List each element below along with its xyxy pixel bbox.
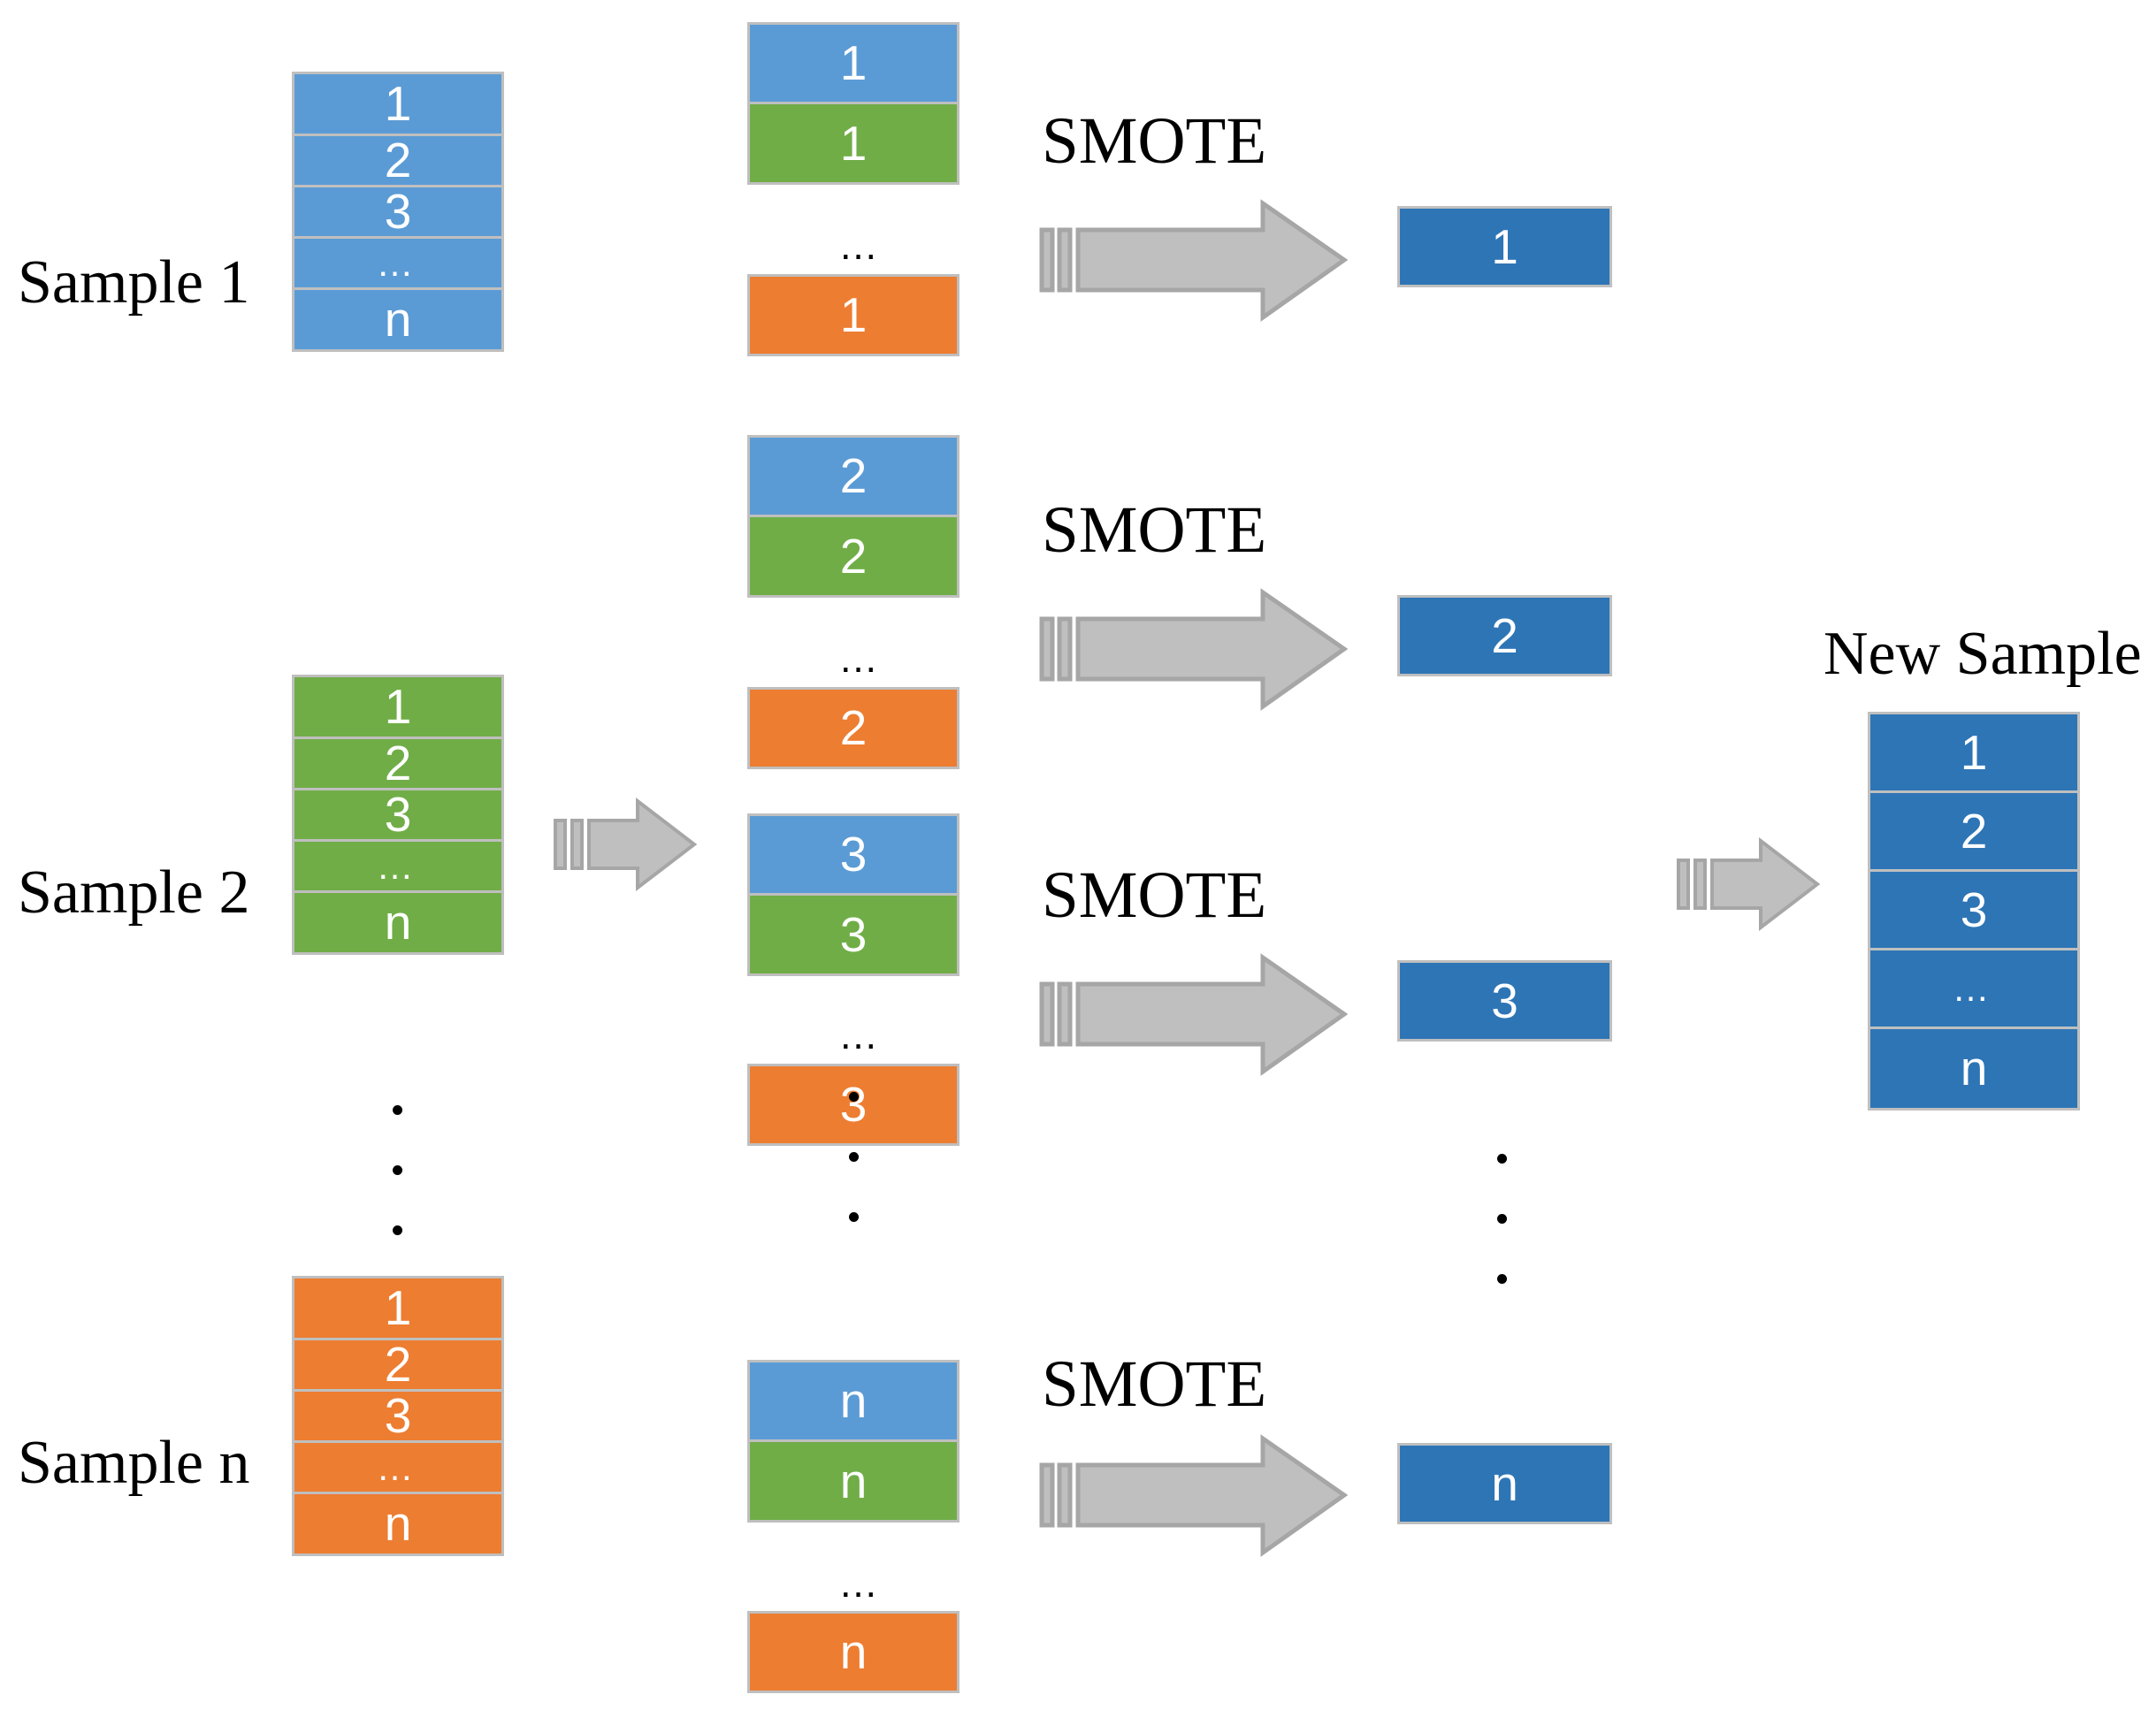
dot [393, 1165, 402, 1175]
dot [849, 1212, 859, 1222]
striped-right-arrow-glyph [1039, 588, 1349, 711]
group-n-cell: n [747, 1360, 959, 1442]
group-2-cell: 2 [747, 687, 959, 769]
middle-column-vertical-ellipsis [849, 1092, 859, 1222]
smote-arrow-2-icon [1039, 579, 1353, 712]
group-3-cell: 3 [747, 893, 959, 976]
group-n-cell: n [747, 1611, 959, 1693]
smote-label-n: SMOTE [1042, 1347, 1267, 1421]
sample-1-cell: 1 [292, 72, 504, 136]
group-2-cell: 2 [747, 515, 959, 598]
dot [849, 1152, 859, 1162]
sample-2-cell: n [292, 890, 504, 955]
sample-n-label: Sample n [18, 1429, 250, 1497]
sample-2-cell: 2 [292, 737, 504, 790]
merge-arrow-icon [1676, 836, 1822, 933]
dot [1497, 1154, 1507, 1164]
new-sample-cell: 1 [1868, 712, 2080, 793]
striped-right-arrow-glyph [1039, 953, 1349, 1076]
smote-arrow-1-icon [1039, 190, 1353, 323]
sample-n-cell: 3 [292, 1389, 504, 1443]
result-3-stack: 3 [1397, 960, 1612, 1042]
group-3-cell: 3 [747, 813, 959, 896]
group-2-cell: 2 [747, 435, 959, 517]
group-3-bottom-stack: 3 [747, 1064, 959, 1146]
new-sample-stack: 1 2 3 … n [1868, 712, 2080, 1111]
result-1-stack: 1 [1397, 206, 1612, 287]
dot [393, 1225, 402, 1235]
dot [1497, 1274, 1507, 1284]
split-arrow-icon [553, 796, 699, 893]
smote-arrow-n-icon [1039, 1425, 1353, 1558]
smote-label-3: SMOTE [1042, 859, 1267, 932]
sample-n-cell: 1 [292, 1276, 504, 1340]
new-sample-cell: 2 [1868, 790, 2080, 872]
new-sample-cell: … [1868, 948, 2080, 1029]
group-1-bottom-stack: 1 [747, 274, 959, 356]
sample-2-cell: 1 [292, 675, 504, 739]
group-1-cell: 1 [747, 274, 959, 356]
group-2-gap-ellipsis: … [838, 636, 886, 681]
result-3-cell: 3 [1397, 960, 1612, 1042]
sample-n-stack: 1 2 3 … n [292, 1276, 504, 1556]
group-2-bottom-stack: 2 [747, 687, 959, 769]
result-column-vertical-ellipsis [1497, 1154, 1507, 1284]
sample-1-label: Sample 1 [18, 248, 250, 317]
sample-1-cell: 2 [292, 134, 504, 187]
striped-right-arrow-glyph [554, 797, 698, 892]
new-sample-cell: 3 [1868, 869, 2080, 950]
dot [1497, 1214, 1507, 1224]
sample-1-cell: … [292, 236, 504, 290]
group-n-top-stack: n n [747, 1360, 959, 1523]
sample-n-cell: n [292, 1492, 504, 1556]
sample-2-cell: … [292, 839, 504, 893]
sample-n-cell: … [292, 1440, 504, 1494]
result-n-cell: n [1397, 1443, 1612, 1524]
result-1-cell: 1 [1397, 206, 1612, 287]
group-2-top-stack: 2 2 [747, 435, 959, 598]
group-n-gap-ellipsis: … [838, 1561, 886, 1606]
new-sample-label: New Sample [1823, 620, 2142, 688]
result-n-stack: n [1397, 1443, 1612, 1524]
group-3-top-stack: 3 3 [747, 813, 959, 976]
sample-1-cell: 3 [292, 185, 504, 239]
group-3-cell: 3 [747, 1064, 959, 1146]
group-1-top-stack: 1 1 [747, 22, 959, 185]
sample-n-cell: 2 [292, 1338, 504, 1392]
sample-1-cell: n [292, 287, 504, 352]
group-1-cell: 1 [747, 22, 959, 104]
dot [393, 1105, 402, 1115]
group-n-cell: n [747, 1439, 959, 1523]
sample-2-cell: 3 [292, 788, 504, 842]
striped-right-arrow-glyph [1677, 836, 1821, 932]
sample-2-label: Sample 2 [18, 859, 250, 927]
striped-right-arrow-glyph [1039, 199, 1349, 322]
smote-label-1: SMOTE [1042, 104, 1267, 178]
group-1-gap-ellipsis: … [838, 223, 886, 268]
input-column-vertical-ellipsis [393, 1105, 402, 1235]
group-3-gap-ellipsis: … [838, 1012, 886, 1057]
dot [849, 1092, 859, 1102]
group-n-bottom-stack: n [747, 1611, 959, 1693]
smote-arrow-3-icon [1039, 944, 1353, 1077]
result-2-cell: 2 [1397, 595, 1612, 676]
result-2-stack: 2 [1397, 595, 1612, 676]
sample-1-stack: 1 2 3 … n [292, 72, 504, 352]
group-1-cell: 1 [747, 102, 959, 185]
new-sample-cell: n [1868, 1027, 2080, 1111]
smote-label-2: SMOTE [1042, 493, 1267, 567]
sample-2-stack: 1 2 3 … n [292, 675, 504, 955]
striped-right-arrow-glyph [1039, 1434, 1349, 1557]
